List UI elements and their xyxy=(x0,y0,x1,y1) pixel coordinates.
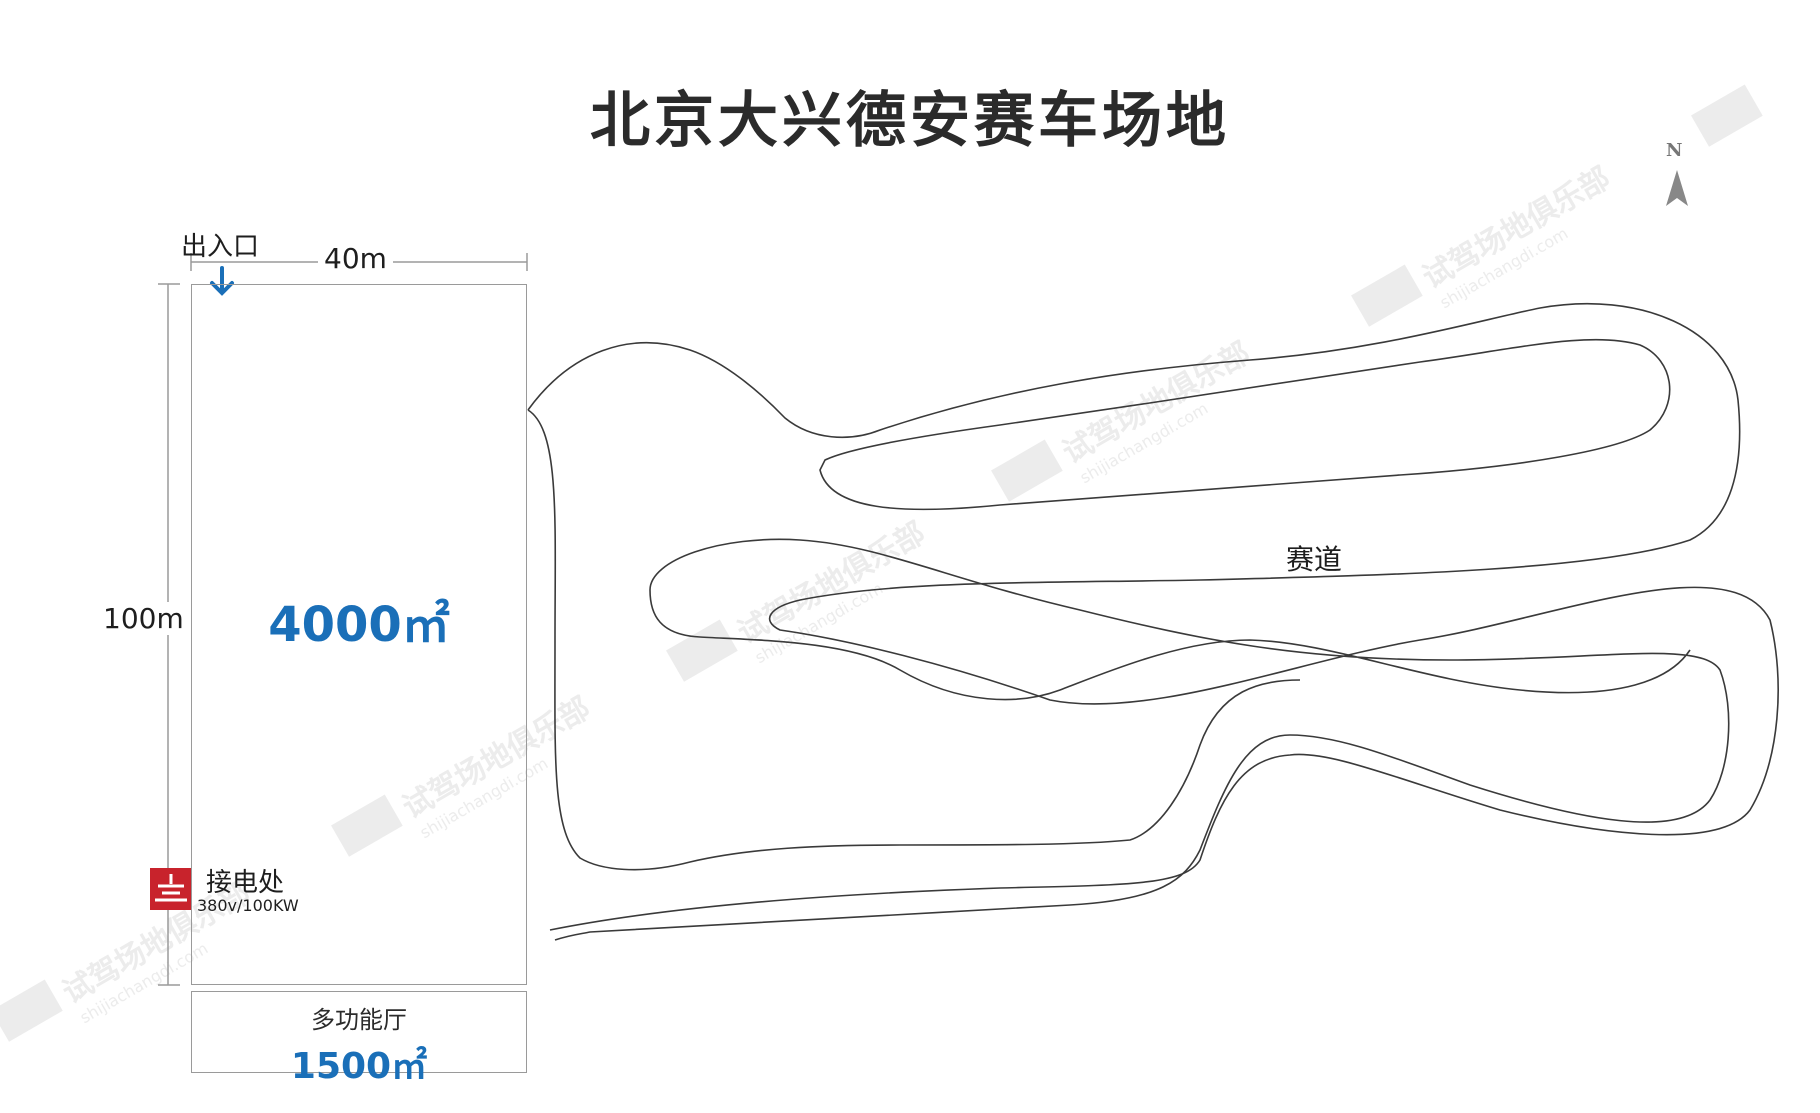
race-track xyxy=(527,302,1779,941)
hall-label: 多功能厅 xyxy=(311,1006,407,1034)
power-spec: 380v/100KW xyxy=(197,896,299,915)
power-label: 接电处 xyxy=(206,868,285,898)
hall-area-value: 1500㎡ xyxy=(290,1046,428,1087)
track-west-hairpin xyxy=(527,409,1301,871)
track-infield-loop xyxy=(819,338,1671,511)
track-inner-edge xyxy=(554,538,1730,941)
main-lot-area xyxy=(191,284,527,985)
multi-function-hall: 多功能厅 1500㎡ xyxy=(191,991,527,1087)
track-outer-edge xyxy=(527,302,1779,931)
entrance-label: 出入口 xyxy=(181,232,260,262)
entrance-arrow-icon xyxy=(210,266,234,296)
map-title: 北京大兴德安赛车场地 xyxy=(590,86,1230,156)
main-lot-area-value: 4000㎡ xyxy=(268,597,450,653)
power-outlet-icon xyxy=(150,868,192,910)
north-arrow-icon xyxy=(1666,170,1688,206)
north-label: N xyxy=(1666,140,1683,161)
length-label: 100m xyxy=(103,602,184,635)
width-label: 40m xyxy=(318,242,393,275)
track-label: 赛道 xyxy=(1286,543,1343,576)
